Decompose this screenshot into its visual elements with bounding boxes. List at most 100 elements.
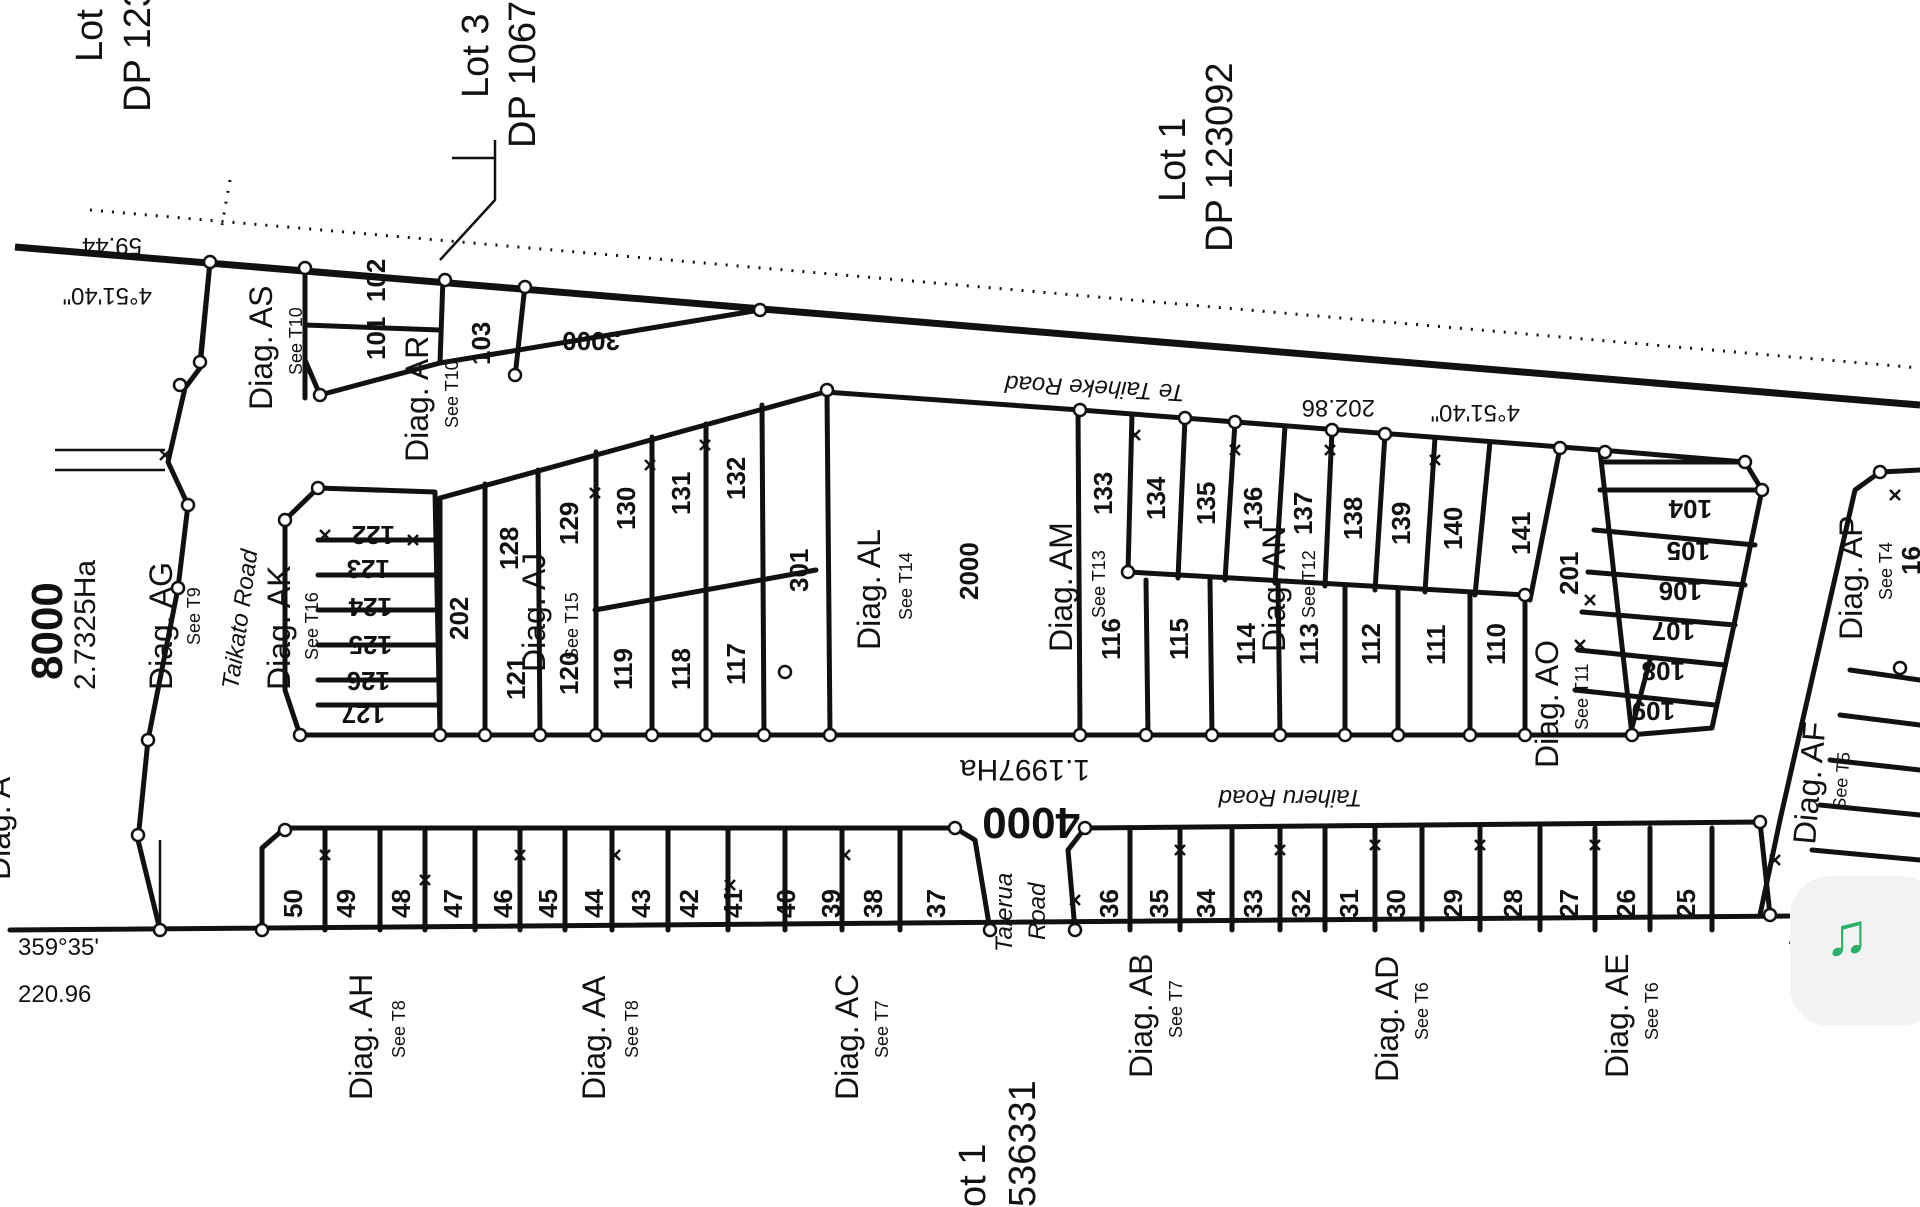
lot-number: 108	[1642, 656, 1685, 686]
lot-number: 44	[579, 889, 609, 918]
svg-text:1.1997Ha: 1.1997Ha	[960, 753, 1090, 786]
lot-number: 31	[1334, 889, 1364, 918]
lot-number: 113	[1294, 623, 1324, 665]
svg-text:Diag. AA: Diag. AA	[576, 975, 612, 1100]
lot-3000-label: 3000	[562, 326, 620, 356]
lot-number: 112	[1356, 623, 1386, 665]
lot-line	[1572, 687, 1718, 708]
svg-text:Diag. AS: Diag. AS	[243, 285, 279, 410]
lot-number: 35	[1144, 889, 1174, 918]
svg-text:Diag. AB: Diag. AB	[1123, 953, 1159, 1078]
bearing-label: 4°51'40"	[1431, 399, 1520, 426]
svg-text:Diag. AN: Diag. AN	[1256, 526, 1292, 652]
lot-line	[1847, 667, 1920, 683]
lot-number: 27	[1554, 889, 1584, 918]
lot-number: 129	[554, 502, 584, 545]
lot-number: 32	[1286, 889, 1316, 918]
lot-number: 122	[352, 520, 395, 550]
lot-number: 41	[718, 889, 748, 918]
svg-text:Diag. AC: Diag. AC	[829, 974, 865, 1100]
road-taikato: Taikato Road	[217, 547, 263, 691]
svg-text:See T7: See T7	[1166, 980, 1186, 1038]
lot-line	[1175, 415, 1188, 581]
lot-line	[1579, 609, 1738, 628]
bottom-lot-dividers	[322, 825, 1715, 933]
lot-line	[1817, 802, 1920, 818]
lot-line	[824, 389, 833, 738]
lot-number: 38	[858, 889, 888, 918]
road-te-taiheke: Te Taiheke Road	[1004, 370, 1186, 406]
lot-line	[302, 307, 763, 398]
lot-number: 133	[1088, 472, 1118, 515]
survey-points	[130, 254, 1908, 938]
lot-number: 48	[386, 889, 416, 918]
lot-line	[1575, 647, 1728, 668]
lot-number: 101	[361, 317, 391, 360]
dotted-boundary	[89, 208, 1920, 370]
road-taierua: Taierua	[991, 873, 1018, 952]
svg-text:Diag. AM: Diag. AM	[1043, 522, 1079, 652]
right-block-outline	[1757, 467, 1920, 918]
svg-text:Lot 3: Lot 3	[455, 13, 497, 98]
floating-app-button[interactable]	[1790, 876, 1920, 1026]
lot-line	[1827, 757, 1920, 773]
svg-text:DP 123092: DP 123092	[1199, 63, 1241, 252]
lot-line	[1422, 435, 1438, 595]
lot-number: 33	[1238, 889, 1268, 918]
lot-number: 125	[349, 630, 392, 660]
svg-text:See T14: See T14	[896, 552, 916, 620]
lot-number: 301	[784, 549, 814, 592]
lot-number: 28	[1498, 889, 1528, 918]
svg-text:See T10: See T10	[442, 360, 462, 428]
lot-line	[1627, 657, 1653, 738]
svg-text:Diag. AO: Diag. AO	[1529, 640, 1565, 768]
svg-text:See T9: See T9	[184, 587, 204, 645]
lot-4000-label: 4000 1.1997Ha	[960, 753, 1090, 847]
lot-number: 202	[444, 597, 474, 640]
parcel-lot-1-dp123092: Lot 1 DP 123092	[1152, 63, 1241, 252]
lot-number: 104	[1668, 494, 1712, 524]
distance-label: 202.86	[1302, 394, 1375, 421]
distance-label: 59.44	[82, 232, 142, 259]
lot-number: 120	[554, 652, 584, 695]
lot-line	[1075, 405, 1083, 738]
bearing-label: 359°35'	[18, 934, 99, 961]
svg-text:8000: 8000	[23, 582, 72, 680]
lot-line	[1322, 427, 1335, 589]
svg-text:See T16: See T16	[302, 592, 322, 660]
leader-line	[439, 156, 497, 261]
lot-number: 201	[1554, 552, 1584, 595]
lot-number: 118	[666, 648, 696, 690]
lot-number: 117	[721, 643, 751, 685]
svg-text:Lot: Lot	[69, 9, 111, 62]
svg-text:See T5: See T5	[1829, 751, 1854, 810]
lot-line	[1372, 431, 1388, 593]
survey-cross-marks	[159, 429, 1901, 906]
lot-number: 130	[611, 487, 641, 530]
lot-number: 105	[1667, 536, 1710, 566]
lot-number: 137	[1288, 492, 1318, 535]
parcel-lot-1-bottom: ot 1 536331	[952, 1080, 1044, 1207]
bottom-block-left	[259, 825, 993, 933]
lot-number: 114	[1231, 623, 1261, 665]
distance-label: 220.96	[18, 981, 91, 1008]
lot-number: 126	[347, 666, 390, 696]
svg-text:DP 123: DP 123	[117, 0, 159, 112]
lot-number: 138	[1338, 497, 1368, 540]
lot-number: 25	[1671, 889, 1701, 918]
music-note-icon[interactable]: ♫	[1824, 901, 1870, 968]
lot-number: 42	[674, 889, 704, 918]
lot-number: 140	[1438, 507, 1468, 550]
lot-number: 135	[1191, 482, 1221, 525]
lot-line	[302, 322, 443, 333]
lot-number: 43	[626, 889, 656, 918]
lot-number: 103	[466, 322, 496, 365]
